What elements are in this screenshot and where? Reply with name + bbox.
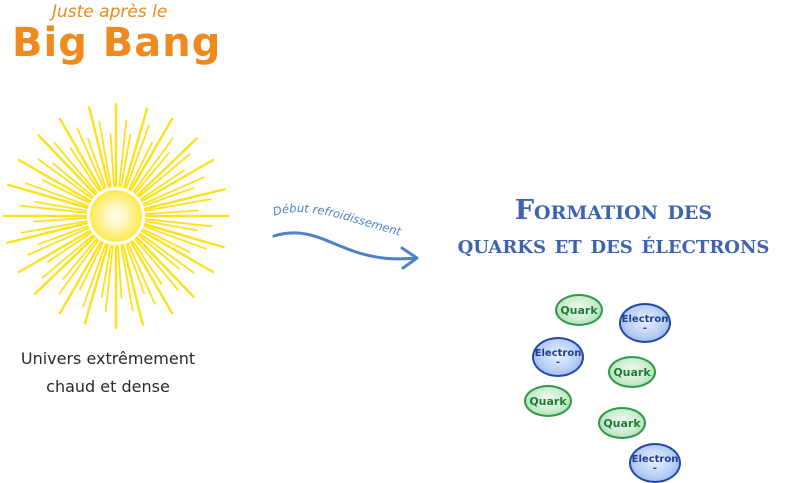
sun-ray [34,200,88,212]
sun-ray [109,133,115,187]
particle-charge: - [652,462,658,474]
sun-ray [87,106,111,189]
sun-ray [79,241,104,291]
sun-ray [143,223,225,249]
sun-ray [53,141,98,194]
electron-particle: Electron - [629,443,681,483]
sun-ray [19,204,88,214]
quark-particle: Quark [598,407,646,439]
particle-label: Electron [534,347,582,359]
sun-ray [52,162,94,198]
sun-ray [33,217,87,223]
sun-ray [117,244,123,299]
sun-ray [138,153,191,198]
sun-ray [118,119,128,188]
sun-ray [132,137,174,193]
sun-ray [120,244,134,312]
sun-ray [144,198,212,212]
sun-ray [129,240,174,315]
sun-ray [135,236,195,299]
sun-ray [24,182,89,207]
sun-ray [20,220,88,234]
heading-line-1: Formation des [514,195,713,226]
sun-ray [143,225,208,250]
sun-ray [34,235,96,295]
sun-ray [98,120,112,188]
sun-ray [139,169,186,201]
sun-ray [17,229,92,274]
sun-icon [2,102,230,330]
sun-ray [127,242,156,305]
particle-label: Quark [603,416,641,430]
arrow-head-icon [400,246,419,270]
sun-ray [143,187,195,207]
particle-charge: - [642,322,648,334]
sun-ray [27,227,90,256]
heading-line-2: quarks et des électrons [457,230,770,259]
particle-label: Electron [621,313,669,325]
sun-ray [62,238,98,280]
sun-caption: Univers extrêmement chaud et dense [8,345,208,401]
sun-ray [121,243,145,326]
sun-ray [82,243,107,308]
sun-ray [41,234,94,279]
sun-ray [58,117,103,192]
sun-ray [120,134,132,188]
formation-heading: Formation des quarks et des électrons [420,194,787,262]
sun-ray [136,137,199,197]
sun-ray [139,232,195,274]
sun-ray [37,134,97,196]
particle-label: Quark [529,394,567,408]
sun-ray [141,228,191,254]
sun-ray [138,234,180,270]
sun-ray [125,243,145,295]
sun-ray [125,124,150,189]
caption-line-2: chaud et dense [46,377,170,396]
sun-ray [144,218,213,228]
sun-ray [37,158,93,200]
sun-ray [134,238,179,291]
particle-charge: - [555,356,561,368]
sun-ray [100,244,112,298]
sun-ray [144,209,199,215]
sun-ray [41,179,90,204]
sun-ray [76,127,105,190]
sun-ray [140,158,215,203]
particle-label: Quark [613,365,651,379]
sun-ray [142,176,205,205]
sun-ray [144,220,198,232]
sun-ray [7,183,89,209]
sun-ray [47,231,92,263]
sun-ray [38,225,89,245]
electron-particle: Electron - [532,337,584,377]
title-text: Big Bang [12,20,222,66]
electron-particle: Electron - [619,303,671,343]
sun-ray [69,147,101,192]
sun-ray [104,244,114,313]
quark-particle: Quark [555,294,603,326]
sun-ray [58,239,100,295]
sun-ray [134,152,170,194]
sun-ray [17,158,92,203]
sun-ray [123,107,149,189]
sun-ray [143,187,226,211]
particle-label: Electron [631,453,679,465]
sun-ray [131,239,163,286]
quark-particle: Quark [608,356,656,388]
sun-ray [128,141,154,190]
subtitle-text: Juste après le [52,2,168,22]
arrow-shaft [272,231,418,261]
particle-label: Quark [560,303,598,317]
sun-ray [140,229,215,274]
caption-line-1: Univers extrêmement [20,349,196,368]
sun-core [90,190,142,242]
cooling-arrow: Début refroidissement [271,201,419,270]
quark-particle: Quark [524,385,572,417]
sun-ray [87,138,107,189]
sun-ray [58,240,103,315]
sun-ray [6,221,89,245]
sun-ray [129,117,174,192]
sun-ray [83,243,109,325]
